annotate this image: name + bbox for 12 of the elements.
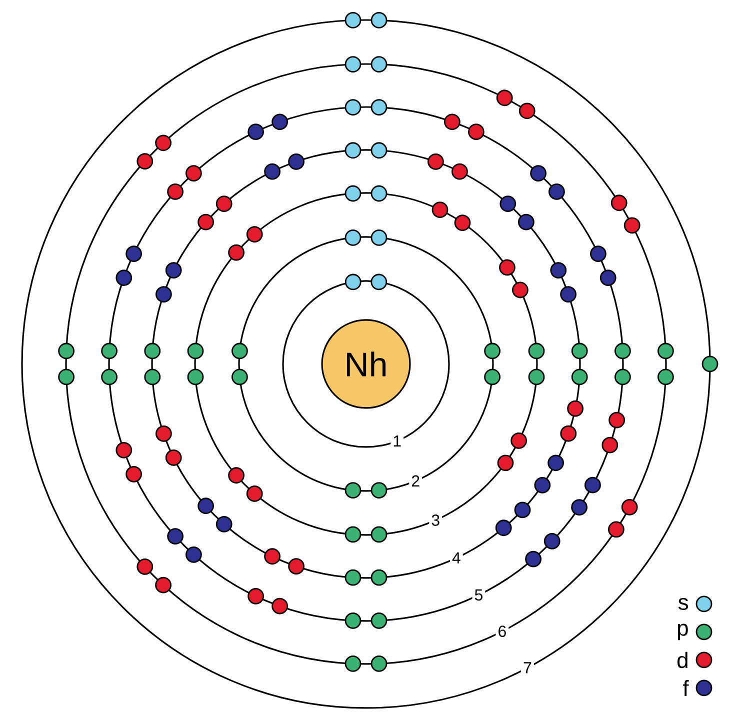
legend-label: f [683,680,689,696]
shell-number: 3 [429,512,442,528]
legend-label: s [678,598,688,610]
legend-label: p [678,624,688,640]
shell-number: 4 [450,550,463,566]
shell-number: 1 [390,433,404,448]
nucleus: Nh [321,319,411,409]
shell-number: 7 [521,660,534,676]
shell-number: 6 [496,624,509,639]
shell-number: 5 [472,587,486,603]
shell-number: 2 [409,473,422,488]
legend-label: d [678,652,688,668]
